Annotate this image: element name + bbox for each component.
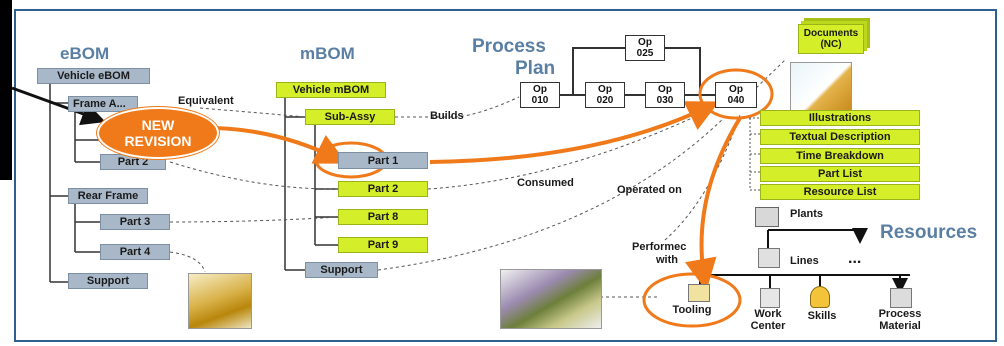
process-material-label-line1: Process <box>878 308 922 320</box>
op-025[interactable]: Op 025 <box>625 35 665 61</box>
documents-label-line1: Documents <box>803 28 859 39</box>
ebom-part3-node[interactable]: Part 3 <box>100 214 170 230</box>
op-040-bottom: 040 <box>727 95 745 106</box>
operated-on-label: Operated on <box>617 184 682 196</box>
mbom-root-node[interactable]: Vehicle mBOM <box>276 82 386 98</box>
process-plan-title-line2: Plan <box>515 58 556 79</box>
ellipsis-label: ... <box>848 250 862 267</box>
tooling-image <box>500 269 602 329</box>
work-center-label-line1: Work <box>754 308 782 320</box>
plants-label: Plants <box>790 208 824 220</box>
work-center-label-line2: Center <box>750 320 786 332</box>
mbom-part2-node[interactable]: Part 2 <box>338 181 428 197</box>
mbom-part1-node[interactable]: Part 1 <box>338 152 428 169</box>
process-plan-title-line1: Process <box>472 36 546 57</box>
op-020-bottom: 020 <box>596 95 614 106</box>
mbom-part8-node[interactable]: Part 8 <box>338 209 428 225</box>
op-010-top: Op <box>533 84 547 95</box>
tooling-icon <box>688 284 710 302</box>
left-black-bar <box>0 0 12 180</box>
lines-icon <box>758 248 780 268</box>
performed-label-line1: Performec <box>632 241 687 253</box>
op-030-top: Op <box>658 84 672 95</box>
new-revision-callout: NEW REVISION <box>97 107 219 159</box>
documents-nc-stack[interactable]: Documents (NC) <box>798 24 864 54</box>
performed-label-line2: with <box>656 254 678 266</box>
process-material-label-line2: Material <box>879 320 921 332</box>
equivalent-label: Equivalent <box>178 95 234 107</box>
skills-icon <box>810 286 830 308</box>
resources-title: Resources <box>880 222 978 243</box>
plants-icon <box>755 207 779 227</box>
support-part-image <box>188 273 252 329</box>
op-040[interactable]: Op 040 <box>715 82 757 108</box>
op-020-top: Op <box>598 84 612 95</box>
op-010-bottom: 010 <box>531 95 549 106</box>
tooling-label: Tooling <box>672 304 712 316</box>
ebom-rear-frame-node[interactable]: Rear Frame <box>68 188 148 204</box>
builds-label: Builds <box>430 110 464 122</box>
consumed-label: Consumed <box>517 177 574 189</box>
process-material-label: Process Material <box>872 308 928 332</box>
mbom-title: mBOM <box>300 44 355 63</box>
op-040-top: Op <box>729 84 743 95</box>
process-material-icon <box>890 288 912 308</box>
op-030-bottom: 030 <box>656 95 674 106</box>
documents-label-line2: (NC) <box>820 39 842 50</box>
skills-label: Skills <box>807 310 837 322</box>
op-025-bottom: 025 <box>636 48 654 59</box>
doc-item-time-breakdown[interactable]: Time Breakdown <box>760 148 920 164</box>
documents-nc-image <box>790 62 852 112</box>
new-revision-line2: REVISION <box>124 133 192 149</box>
ebom-title: eBOM <box>60 44 110 63</box>
doc-item-part-list[interactable]: Part List <box>760 166 920 182</box>
doc-item-textual-description[interactable]: Textual Description <box>760 129 920 145</box>
ebom-frame-node[interactable]: Frame A... <box>68 96 138 112</box>
op-025-top: Op <box>638 37 652 48</box>
mbom-support-node[interactable]: Support <box>305 262 378 278</box>
doc-item-resource-list[interactable]: Resource List <box>760 184 920 200</box>
mbom-part9-node[interactable]: Part 9 <box>338 237 428 253</box>
op-030[interactable]: Op 030 <box>645 82 685 108</box>
lines-label: Lines <box>790 255 819 267</box>
mbom-sub-assy-node[interactable]: Sub-Assy <box>305 109 395 125</box>
new-revision-line1: NEW <box>141 117 175 133</box>
work-center-icon <box>760 288 780 308</box>
ebom-root-node[interactable]: Vehicle eBOM <box>37 68 150 84</box>
ebom-part4-node[interactable]: Part 4 <box>100 244 170 260</box>
work-center-label: Work Center <box>748 308 788 332</box>
ebom-support-node[interactable]: Support <box>68 273 148 289</box>
op-010[interactable]: Op 010 <box>520 82 560 108</box>
op-020[interactable]: Op 020 <box>585 82 625 108</box>
doc-item-illustrations[interactable]: Illustrations <box>760 110 920 126</box>
